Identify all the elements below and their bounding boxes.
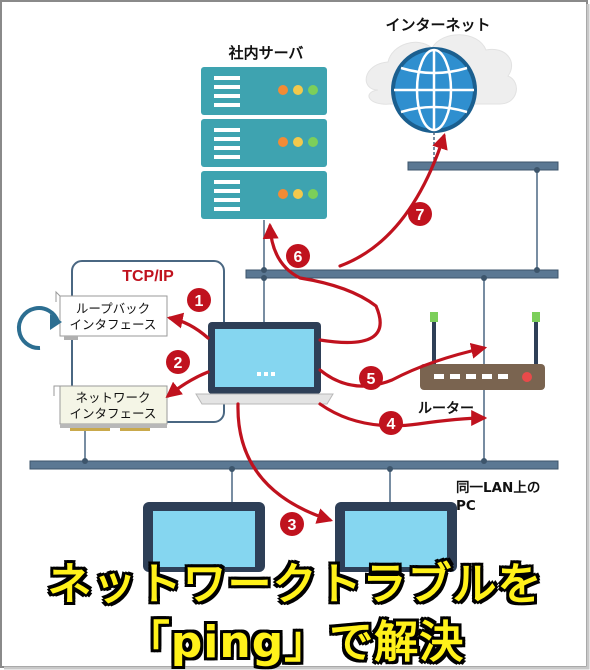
arrow-7	[338, 132, 448, 268]
lan-pc-label-line2: PC	[456, 498, 476, 514]
arrow-2	[165, 370, 210, 398]
step-badge-3: 3	[280, 512, 304, 536]
main-laptop	[195, 322, 334, 405]
svg-text:4: 4	[387, 416, 396, 433]
step-badges: 1 2 3 4 5 6 7	[166, 202, 432, 536]
step-badge-1: 1	[187, 288, 211, 312]
ping-arrows	[165, 132, 488, 524]
router-label: ルーター	[418, 401, 474, 417]
router	[420, 312, 545, 390]
server-stack	[201, 67, 327, 219]
step-badge-4: 4	[379, 411, 403, 435]
svg-text:6: 6	[294, 249, 303, 266]
loopback-label-line1: ループバック	[76, 301, 150, 316]
step-badge-2: 2	[166, 350, 190, 374]
lan-pc-label-line1: 同一LAN上の	[456, 480, 540, 496]
svg-text:7: 7	[416, 207, 425, 224]
arrow-3	[236, 402, 334, 524]
network-if-label-line1: ネットワーク	[75, 390, 150, 405]
svg-text:1: 1	[195, 293, 204, 310]
globe-icon	[391, 47, 477, 133]
arrow-5	[318, 342, 488, 388]
svg-text:3: 3	[288, 517, 297, 534]
loopback-label-line2: インタフェース	[70, 317, 157, 332]
svg-text:5: 5	[367, 371, 376, 388]
svg-text:2: 2	[174, 355, 183, 372]
tcpip-label: TCP/IP	[122, 268, 174, 285]
internet-label: インターネット	[385, 16, 490, 34]
caption-line-1: ネットワークトラブルを	[47, 559, 543, 610]
internal-server-label: 社内サーバ	[228, 44, 304, 62]
loop-arrow-icon	[16, 306, 62, 351]
arrow-6	[262, 222, 382, 345]
network-interface-card	[53, 385, 168, 431]
step-badge-7: 7	[408, 202, 432, 226]
network-lines	[29, 161, 559, 502]
step-badge-6: 6	[286, 244, 310, 268]
caption-line-2: 「ping」で解決	[125, 617, 465, 668]
loopback-interface-card	[55, 290, 168, 340]
lan-pc-left	[143, 502, 265, 572]
lan-pc-right	[335, 502, 457, 572]
arrow-4	[318, 402, 488, 428]
network-if-label-line2: インタフェース	[70, 406, 157, 421]
step-badge-5: 5	[359, 366, 383, 390]
arrow-1	[166, 312, 210, 340]
